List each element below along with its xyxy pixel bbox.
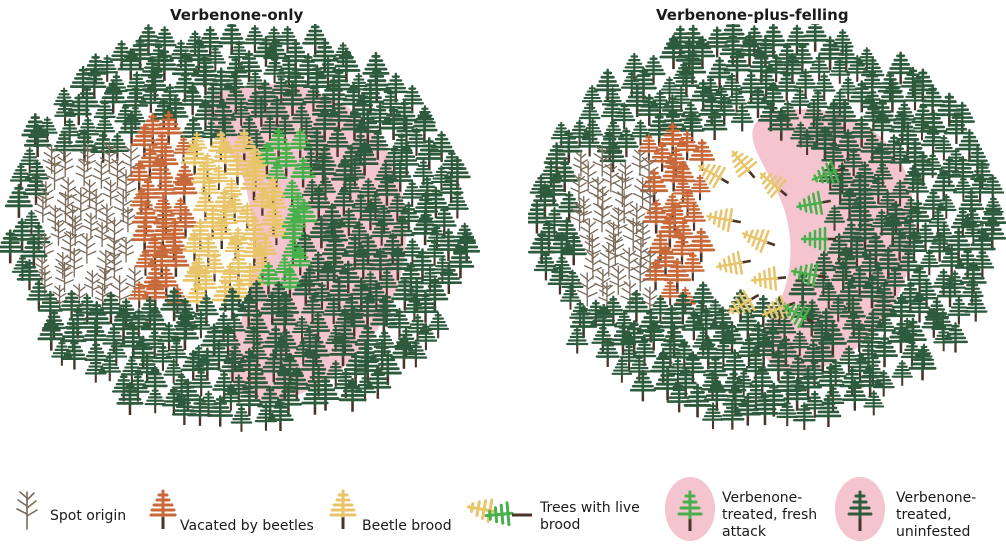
green-tree xyxy=(949,298,970,325)
spot-origin-tree xyxy=(571,174,587,201)
felled-tree xyxy=(751,266,787,291)
green-tree xyxy=(631,371,654,401)
green-tree xyxy=(655,368,680,401)
green-tree xyxy=(893,361,912,386)
green-tree xyxy=(561,285,580,309)
bare-tree-icon xyxy=(12,488,42,530)
spot-origin-tree xyxy=(107,252,123,278)
green-tree xyxy=(803,24,827,52)
green-tree xyxy=(86,357,106,382)
green-tree xyxy=(659,306,684,339)
spot-origin-tree xyxy=(613,174,633,207)
spot-origin-tree xyxy=(119,237,134,261)
spot-origin-tree xyxy=(632,149,648,175)
yellow-tree-icon xyxy=(328,488,358,530)
right-panel-title: Verbenone-plus-felling xyxy=(656,6,849,24)
spot-origin-tree xyxy=(103,180,118,205)
green-tree xyxy=(334,43,352,67)
green-tree xyxy=(965,294,986,322)
legend-vacated-label: Vacated by beetles xyxy=(180,518,314,535)
spot-origin-tree xyxy=(576,196,591,222)
green-tree xyxy=(63,340,85,369)
spot-origin-tree xyxy=(56,262,73,291)
felled-trees-icon xyxy=(464,486,534,532)
spot-origin-tree xyxy=(51,221,66,246)
green-tree xyxy=(563,271,583,297)
legend-fresh-attack-label: Verbenone- treated, fresh attack xyxy=(722,490,817,541)
legend-live-brood-label: Trees with live brood xyxy=(540,500,640,534)
spot-origin-tree xyxy=(93,162,109,189)
legend: Spot origin Vacated by beetles Beetle br… xyxy=(0,470,1006,545)
green-tree xyxy=(922,190,944,219)
green-tree xyxy=(703,403,723,429)
verbenone-only-diagram xyxy=(0,24,480,444)
felled-tree xyxy=(715,250,752,278)
pink-circle-green-tree-icon xyxy=(664,476,716,542)
spot-origin-tree xyxy=(636,223,651,247)
spot-origin-tree xyxy=(623,218,642,250)
spot-origin-tree xyxy=(574,152,589,176)
orange-tree-icon xyxy=(148,488,178,530)
felled-tree xyxy=(705,205,742,233)
verbenone-plus-felling-diagram xyxy=(528,24,1006,444)
legend-uninfested-label: Verbenone- treated, uninfested xyxy=(896,490,976,541)
green-tree xyxy=(52,341,71,366)
green-tree xyxy=(256,404,276,430)
green-tree xyxy=(78,118,98,144)
green-tree xyxy=(833,30,853,56)
green-tree xyxy=(732,105,752,132)
spot-origin-tree xyxy=(620,248,639,279)
felled-tree xyxy=(739,223,778,255)
legend-brood-label: Beetle brood xyxy=(362,518,452,535)
green-tree xyxy=(864,391,883,415)
spot-origin-tree xyxy=(66,249,83,277)
pink-circle-dark-tree-icon xyxy=(834,476,886,542)
left-panel-title: Verbenone-only xyxy=(170,6,303,24)
green-tree xyxy=(385,74,407,103)
spot-origin-tree xyxy=(60,178,77,206)
spot-origin-tree xyxy=(35,196,51,222)
legend-spot-origin-label: Spot origin xyxy=(50,508,126,525)
